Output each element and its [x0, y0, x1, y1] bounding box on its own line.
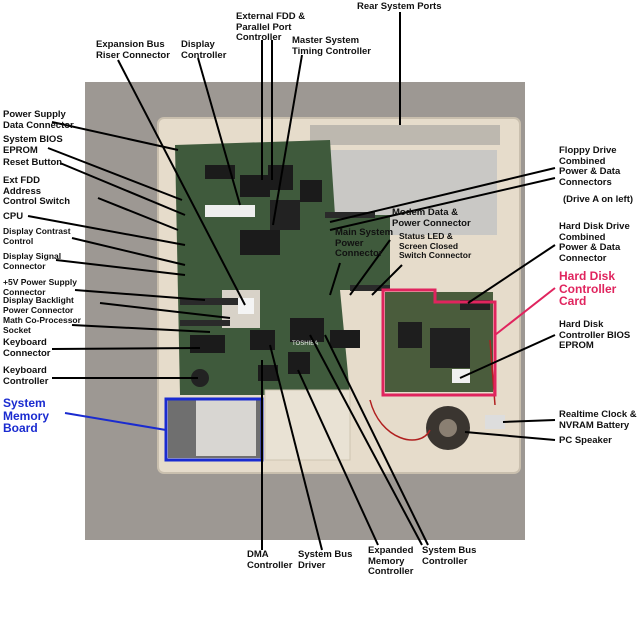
- rtc-battery: [485, 415, 505, 429]
- label-system-bus-driver: System Bus Driver: [298, 549, 353, 571]
- chip: [205, 165, 235, 179]
- leader-lines: [27, 12, 556, 551]
- connector-strip: [180, 320, 230, 326]
- label-master-timing: Master System Timing Controller: [292, 35, 371, 57]
- hdd-chip: [430, 328, 470, 368]
- sticker: [205, 205, 255, 217]
- label-reset-button: Reset Button: [3, 157, 63, 168]
- chip: [250, 330, 275, 350]
- hdd-connector: [460, 300, 490, 310]
- label-system-bios: System BIOS EPROM: [3, 134, 63, 156]
- label-expansion-bus: Expansion Bus Riser Connector: [96, 39, 170, 61]
- label-math-coprocessor: Math Co-Processor Socket: [3, 315, 81, 335]
- label-status-led: Status LED & Screen Closed Switch Connec…: [399, 231, 472, 260]
- hdd-chip: [398, 322, 422, 348]
- label-ext-fdd-switch: Ext FDD Address Control Switch: [3, 175, 71, 207]
- toshiba-chip-logo: TOSHIBA: [292, 341, 318, 347]
- label-keyboard-connector: Keyboard Connector: [3, 337, 51, 359]
- chip: [330, 330, 360, 348]
- label-display-signal: Display Signal Connector: [3, 251, 62, 271]
- label-rear-ports: Rear System Ports: [357, 1, 442, 12]
- chip: [190, 335, 225, 353]
- label-pc-speaker: PC Speaker: [559, 435, 612, 446]
- label-modem: Modem Data & Power Connector: [392, 207, 471, 229]
- chip: [290, 318, 324, 342]
- chip: [240, 230, 280, 255]
- keyboard-controller-chip: [191, 369, 209, 387]
- hdd-bios-chip: [452, 369, 470, 383]
- hdd-controller-card-outline: [381, 288, 497, 397]
- chip: [300, 180, 322, 202]
- colored-leader-lines: [64, 287, 556, 431]
- chip: [240, 175, 270, 197]
- label-expanded-memory: Expanded Memory Controller: [368, 545, 414, 577]
- chip: [288, 352, 310, 374]
- pc-speaker-center: [439, 419, 457, 437]
- connector-strip: [180, 298, 240, 305]
- connector-strip: [350, 285, 390, 291]
- label-keyboard-controller: Keyboard Controller: [3, 365, 49, 387]
- label-main-power: Main System Power Connector: [335, 227, 394, 259]
- label-ext-fdd-controller: External FDD & Parallel Port Controller: [236, 11, 306, 43]
- label-plus5v-power: +5V Power Supply Connector: [3, 277, 77, 297]
- label-drive-a: (Drive A on left): [563, 194, 634, 205]
- rear-ports-strip: [310, 125, 500, 145]
- memory-board-cable: [196, 400, 256, 456]
- connector-strip: [325, 212, 375, 218]
- label-dma-controller: DMA Controller: [247, 549, 293, 571]
- label-system-bus-controller: System Bus Controller: [422, 545, 477, 567]
- label-display-contrast: Display Contrast Control: [3, 226, 71, 246]
- label-floppy-drive: Floppy Drive Combined Power & Data Conne…: [559, 145, 621, 188]
- label-backlight-power: Display Backlight Power Connector: [3, 295, 74, 315]
- label-display-controller: Display Controller: [181, 39, 227, 61]
- speaker-wire: [369, 399, 431, 441]
- label-hdd-bios: Hard Disk Controller BIOS EPROM: [559, 319, 631, 351]
- label-rtc-battery: Realtime Clock & NVRAM Battery: [559, 409, 637, 431]
- label-cpu: CPU: [3, 211, 24, 222]
- label-hdd-controller-card: Hard Disk Controller Card: [559, 269, 617, 308]
- label-power-supply-data: Power Supply Data Connector: [3, 109, 74, 131]
- label-hdd-combined: Hard Disk Drive Combined Power & Data Co…: [559, 221, 630, 264]
- sticker: [238, 298, 254, 314]
- flex-cable: [264, 389, 351, 461]
- label-system-memory-board: System Memory Board: [3, 396, 50, 435]
